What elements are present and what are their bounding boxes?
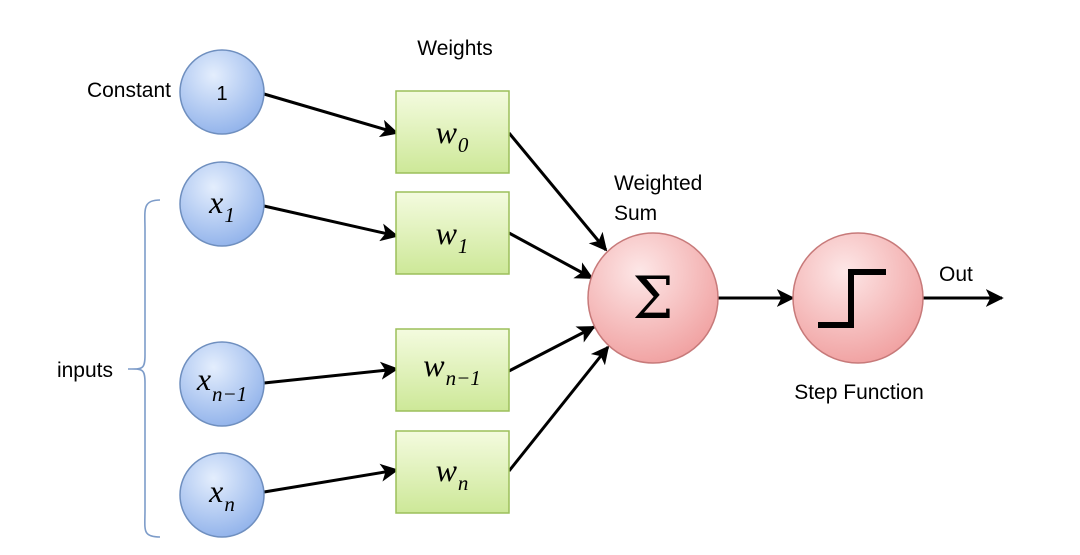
weight-box-wn-var: w (436, 452, 458, 488)
inputs-label: inputs (57, 359, 113, 382)
constant-label: Constant (87, 79, 171, 102)
input-node-x1: x1 (179, 161, 265, 247)
svg-text:x1: x1 (208, 184, 235, 227)
svg-text:xn−1: xn−1 (196, 361, 247, 406)
weight-box-wn-minus-1: wn−1 (395, 328, 510, 412)
out-label: Out (939, 263, 973, 286)
arrow-xn-to-wn (263, 463, 399, 494)
arrow-xn1-to-wn1 (263, 361, 399, 385)
arrow-w0-to-sum (507, 132, 608, 252)
svg-text:wn: wn (436, 452, 469, 495)
step-function-node (792, 232, 924, 364)
svg-text:w0: w0 (436, 114, 469, 157)
svg-text:wn−1: wn−1 (423, 347, 481, 390)
input-node-xn: xn (179, 452, 265, 538)
weight-box-w0-var: w (436, 114, 458, 150)
arrow-wn1-to-sum (508, 325, 596, 373)
svg-text:w1: w1 (436, 215, 469, 258)
input-node-xn-minus-1: xn−1 (179, 341, 265, 427)
weight-box-wn-minus-1-var: w (423, 347, 445, 383)
weighted-sum-label-line1: Weighted (614, 172, 702, 195)
weight-box-w0: w0 (395, 90, 510, 174)
input-node-xn-minus-1-var: x (196, 361, 211, 397)
weights-label: Weights (417, 37, 492, 60)
sigma-symbol: Σ (632, 264, 673, 332)
input-node-constant: 1 (179, 49, 265, 135)
inputs-brace (127, 199, 161, 538)
weight-box-w0-sub: 0 (458, 133, 469, 157)
svg-text:xn: xn (208, 473, 235, 516)
weight-box-w1-sub: 1 (458, 234, 469, 258)
arrow-wn-to-sum (507, 345, 610, 472)
input-node-xn-var: x (208, 473, 223, 509)
input-node-x1-var: x (208, 184, 223, 220)
arrow-constant-to-w0 (263, 92, 399, 138)
step-function-label: Step Function (794, 381, 924, 404)
arrow-x1-to-w1 (263, 204, 399, 242)
weight-box-w1-var: w (436, 215, 458, 251)
weight-box-wn-minus-1-sub: n−1 (446, 366, 481, 390)
input-node-xn-minus-1-sub: n−1 (212, 382, 247, 406)
step-function-icon (818, 269, 886, 328)
weight-box-wn-sub: n (458, 471, 469, 495)
weight-box-w1: w1 (395, 191, 510, 275)
input-node-x1-sub: 1 (224, 203, 235, 227)
weighted-sum-label-line2: Sum (614, 202, 657, 225)
input-node-xn-sub: n (224, 492, 235, 516)
weighted-sum-node: Σ (587, 232, 719, 364)
arrow-w1-to-sum (508, 231, 594, 280)
input-node-constant-value: 1 (216, 83, 227, 105)
weight-box-wn: wn (395, 430, 510, 514)
